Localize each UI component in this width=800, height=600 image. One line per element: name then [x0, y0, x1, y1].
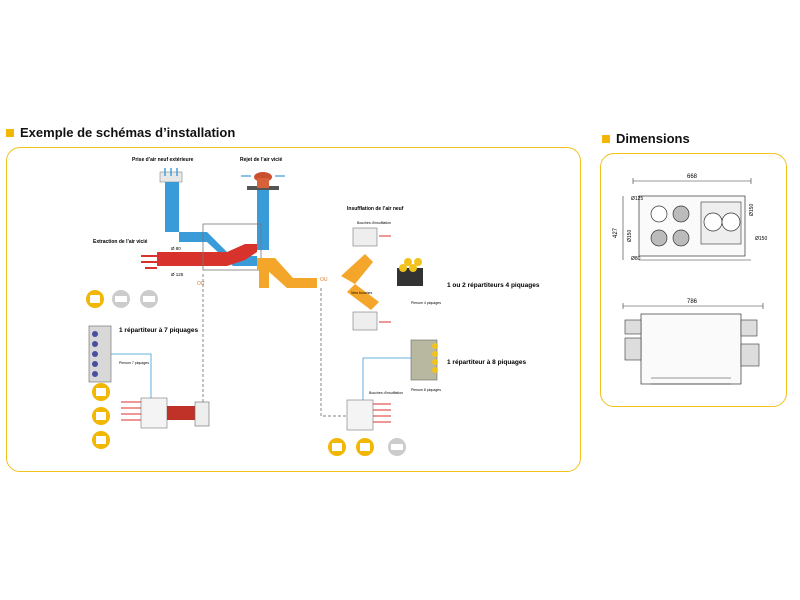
supply-line-left	[111, 353, 152, 398]
exhaust-duct	[257, 190, 269, 250]
install-section-title: Exemple de schémas d’installation	[6, 125, 235, 140]
stale-air-duct	[157, 244, 257, 266]
front-view-drawing: 668 427 Ø125 Ø150 Ø150 Ø150 Ø80	[613, 174, 767, 262]
repartiteur-8-label: 1 répartiteur à 8 piquages	[447, 359, 526, 366]
ventilation-unit	[202, 223, 262, 271]
dimensions-section-title: Dimensions	[602, 131, 690, 146]
exhaust-label: Rejet de l’air vicié	[240, 157, 282, 163]
supply-splitter-diagram: Bouches d’insufflation Vers bouches Plen…	[341, 221, 441, 331]
ou-left-label: OU	[197, 281, 205, 287]
ou-right-label: OU	[320, 277, 328, 283]
front-width-label: 668	[687, 174, 698, 180]
plenum-8-diagram: Plenum 8 piquages	[410, 339, 441, 392]
plenum-7-diagram: Plenum 7 piquages	[88, 325, 149, 383]
front-d125-label: Ø125	[631, 196, 643, 202]
dashed-link-right	[320, 288, 347, 417]
dimensions-bullet-icon	[602, 134, 610, 143]
extraction-label: Extraction de l’air vicié	[93, 239, 148, 245]
d125-label: Ø 125	[171, 272, 184, 277]
plenum7-small-label: Plenum 7 piquages	[119, 361, 149, 365]
bottom-right-unit: Bouches d’insufflation	[346, 391, 403, 431]
dimensions-panel: 668 427 Ø125 Ø150 Ø150 Ø150 Ø80 786	[600, 153, 787, 407]
front-d150c-label: Ø150	[627, 230, 633, 242]
repartiteur-4-label: 1 ou 2 répartiteurs 4 piquages	[447, 282, 540, 289]
room-icons-left	[92, 383, 110, 449]
front-height-label: 427	[613, 227, 619, 238]
top-view-drawing: 786	[622, 299, 764, 385]
front-d150a-label: Ø150	[749, 204, 755, 216]
install-title: Exemple de schémas d’installation	[20, 125, 236, 140]
dimensions-drawing: 668 427 Ø125 Ø150 Ø150 Ø150 Ø80 786	[613, 174, 767, 385]
install-diagram-panel: OU OU Prise d’air neuf extérieure Rejet …	[6, 147, 581, 472]
outdoor-intake-label: Prise d’air neuf extérieure	[132, 157, 194, 163]
bottom-left-unit	[121, 397, 210, 429]
front-d80-label: Ø80	[631, 256, 641, 262]
install-diagram: OU OU Prise d’air neuf extérieure Rejet …	[86, 157, 540, 456]
repartiteur-7-label: 1 répartiteur à 7 piquages	[119, 327, 198, 334]
title-bullet-icon	[6, 128, 14, 137]
room-icons-top	[86, 290, 158, 308]
outdoor-intake-grille-icon	[159, 168, 183, 183]
top-width-label: 786	[687, 299, 698, 305]
dimensions-title: Dimensions	[616, 131, 690, 146]
front-d150b-label: Ø150	[755, 236, 767, 242]
supply-line-right	[362, 357, 411, 400]
plenum8-small-label: Plenum 8 piquages	[411, 388, 441, 392]
supply-air-duct	[257, 258, 317, 288]
d80-label: Ø 80	[171, 246, 181, 251]
plenum4-small-label: Plenum 4 piquages	[411, 301, 441, 305]
bouche-right-small-label: Bouches d’insufflation	[369, 391, 403, 395]
bouche-small-label: Bouches d’insufflation	[357, 221, 391, 225]
roof-exhaust-icon	[241, 172, 285, 190]
room-icons-bottom	[328, 438, 406, 456]
vers-small-label: Vers bouches	[351, 291, 372, 295]
supply-drop-duct	[259, 270, 269, 288]
insufflation-label: Insufflation de l’air neuf	[347, 206, 404, 212]
